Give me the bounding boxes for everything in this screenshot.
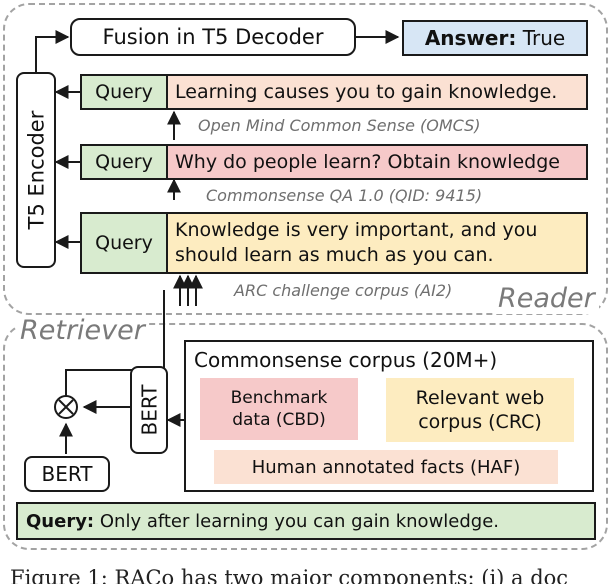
- query-box-3: Query: [80, 212, 168, 274]
- passage-box-3: Knowledge is very important, and you sho…: [166, 212, 588, 274]
- passage-text-2: Why do people learn? Obtain knowledge: [175, 151, 560, 173]
- source-label-1: Open Mind Common Sense (OMCS): [198, 116, 481, 135]
- passage-box-1: Learning causes you to gain knowledge.: [166, 74, 588, 110]
- arc-arrows-stems: [179, 278, 197, 306]
- retriever-to-reader-line: [65, 290, 165, 398]
- answer-value: True: [522, 26, 566, 50]
- figure-caption: Figure 1: RACo has two major components:…: [10, 566, 569, 584]
- bert-side-label: BERT: [137, 384, 162, 436]
- bert-bottom-label: BERT: [41, 462, 93, 486]
- t5-encoder-box: T5 Encoder: [16, 72, 56, 268]
- decoder-label: Fusion in T5 Decoder: [102, 25, 324, 49]
- query-label-1: Query: [95, 81, 153, 103]
- encoder-to-decoder-arrow: [35, 30, 70, 72]
- web-corpus-line-2: corpus (CRC): [418, 411, 542, 433]
- answer-box: Answer: True: [402, 20, 588, 56]
- passage-box-2: Why do people learn? Obtain knowledge: [166, 144, 588, 180]
- reader-label: Reader: [494, 283, 599, 314]
- corpus-title: Commonsense corpus (20M+): [194, 348, 498, 372]
- decoder-box: Fusion in T5 Decoder: [70, 18, 356, 56]
- benchmark-box: Benchmark data (CBD): [200, 378, 358, 440]
- bert-box-bottom: BERT: [24, 456, 110, 492]
- source-label-2: Commonsense QA 1.0 (QID: 9415): [206, 186, 483, 205]
- corpus-box: Commonsense corpus (20M+) Benchmark data…: [184, 340, 594, 492]
- benchmark-line-2: data (CBD): [232, 410, 326, 430]
- retriever-query-box: Query: Only after learning you can gain …: [16, 502, 596, 540]
- bert-box-side: BERT: [130, 366, 168, 454]
- query-label-2: Query: [95, 151, 153, 173]
- web-corpus-line-1: Relevant web: [415, 387, 545, 409]
- passage-text-3-line-1: Knowledge is very important, and you: [175, 219, 538, 241]
- facts-label: Human annotated facts (HAF): [251, 456, 521, 478]
- source-label-3: ARC challenge corpus (AI2): [234, 281, 453, 300]
- passage-text-3-line-2: should learn as much as you can.: [175, 244, 494, 266]
- query-box-1: Query: [80, 74, 168, 110]
- retriever-query-key: Query:: [26, 510, 95, 532]
- query-label-3: Query: [95, 232, 153, 254]
- retriever-label: Retriever: [16, 315, 149, 346]
- t5-encoder-label: T5 Encoder: [24, 110, 49, 230]
- retriever-region: [3, 323, 608, 550]
- query-box-2: Query: [80, 144, 168, 180]
- passage-text-1: Learning causes you to gain knowledge.: [175, 81, 558, 103]
- answer-key: Answer:: [424, 26, 517, 50]
- web-corpus-box: Relevant web corpus (CRC): [386, 378, 574, 442]
- combine-cross: [58, 399, 74, 415]
- retriever-query-text: Only after learning you can gain knowled…: [99, 510, 500, 532]
- reader-region: [3, 3, 608, 315]
- benchmark-line-1: Benchmark: [230, 388, 328, 408]
- facts-box: Human annotated facts (HAF): [214, 450, 558, 484]
